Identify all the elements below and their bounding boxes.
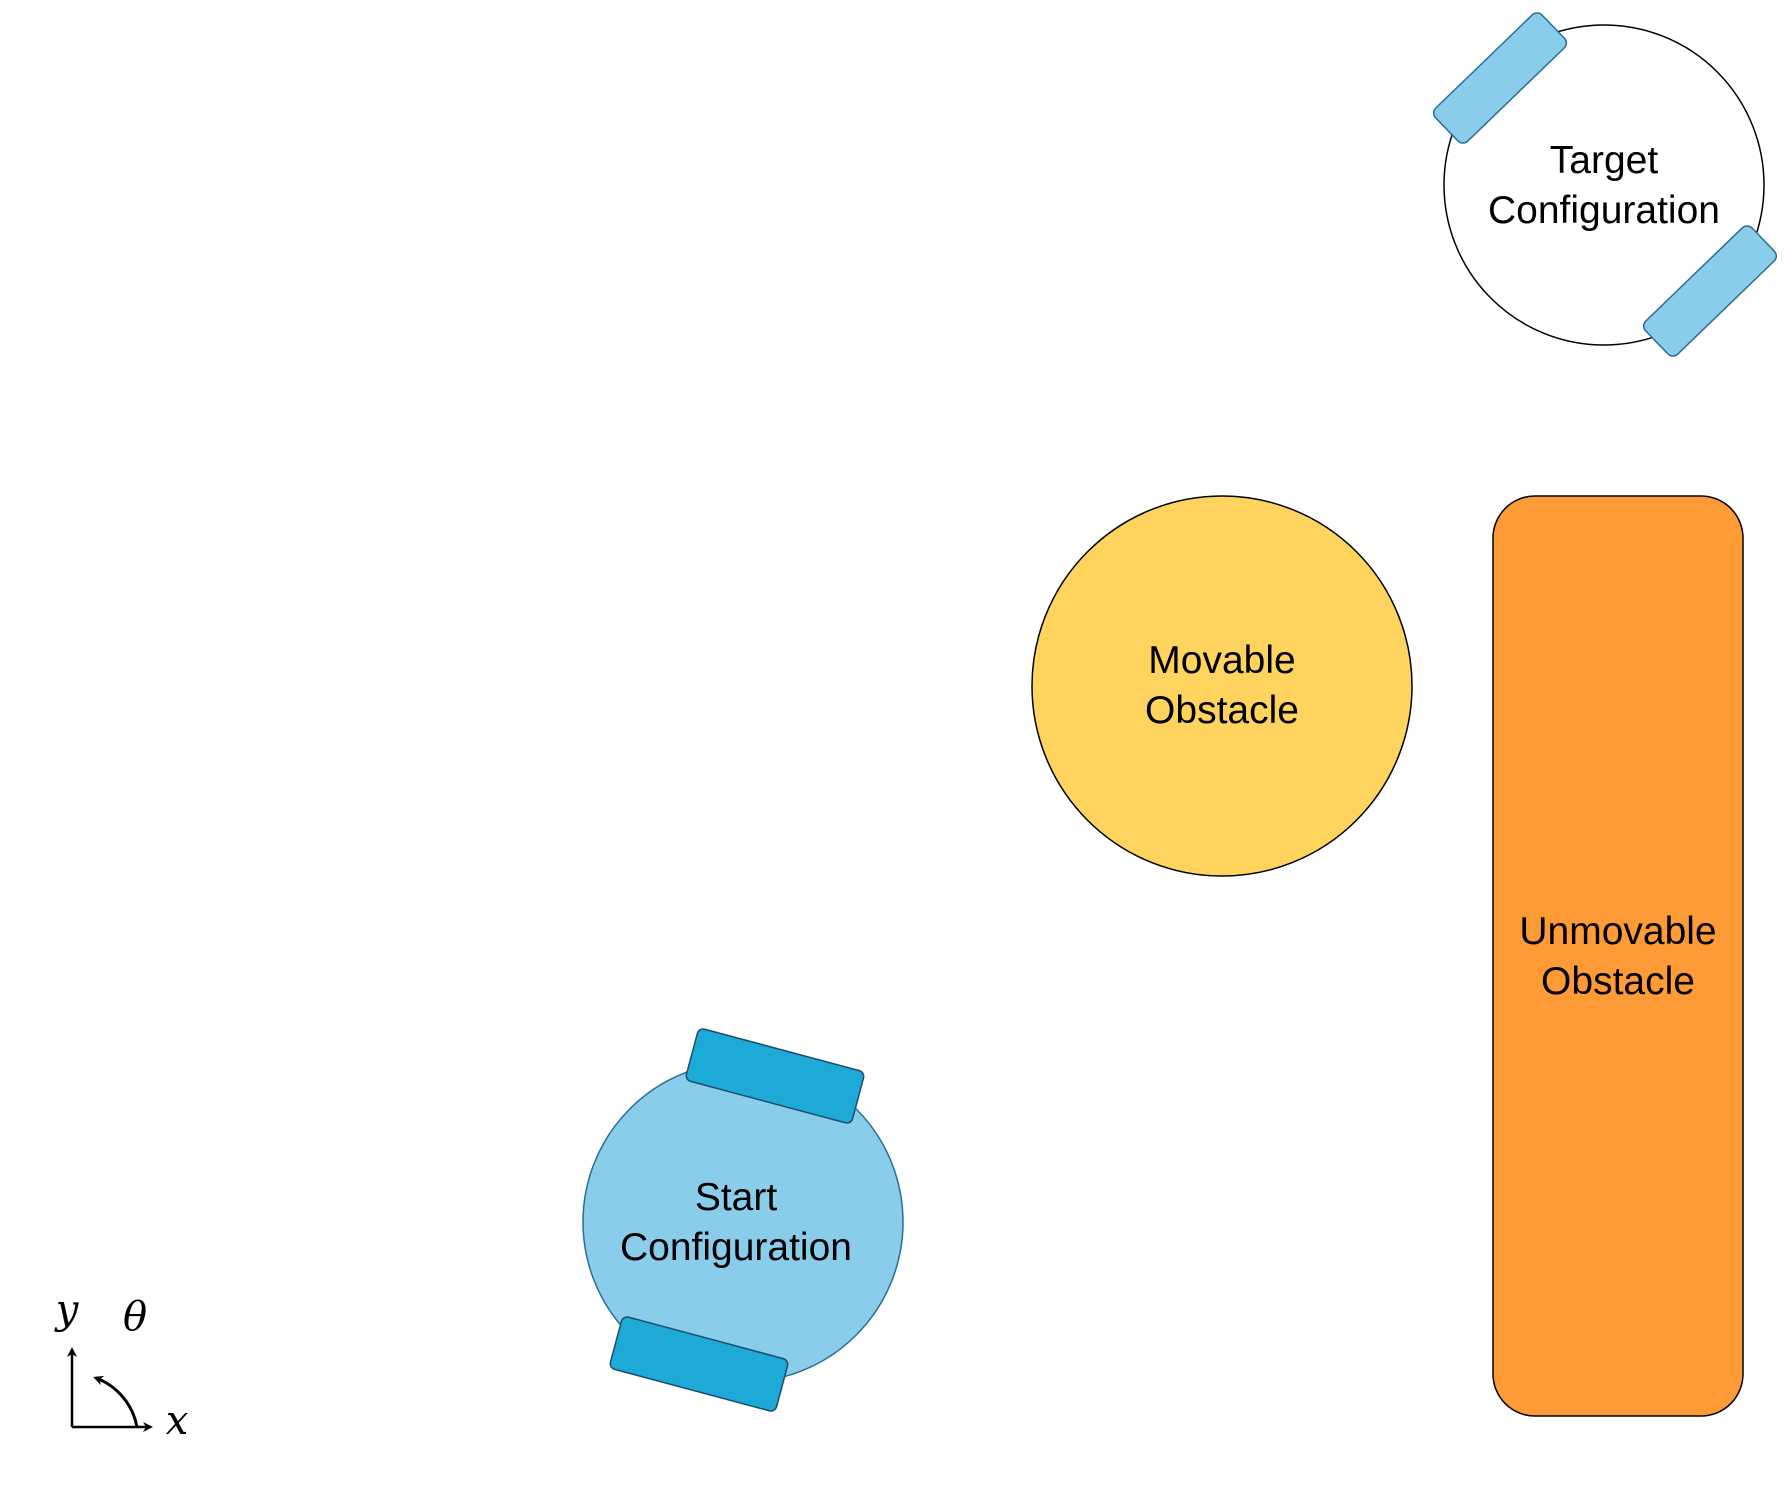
start-wheel-bottom <box>609 1316 789 1412</box>
x-axis-label: x <box>166 1398 189 1444</box>
start-configuration: Start Configuration <box>582 1028 904 1412</box>
start-label-line1: Start <box>695 1176 778 1219</box>
coordinate-frame: y θ x <box>54 1287 189 1444</box>
movable-obstacle-label-line2: Obstacle <box>1145 689 1299 732</box>
theta-rotation-arrow <box>93 1375 139 1428</box>
target-label-line2: Configuration <box>1488 189 1720 232</box>
target-wheel-bottom-right <box>1642 225 1778 357</box>
movable-obstacle: Movable Obstacle <box>1031 495 1413 877</box>
movable-obstacle-circle <box>1031 495 1413 877</box>
unmovable-obstacle: Unmovable Obstacle <box>1492 495 1744 1417</box>
y-axis-label: y <box>54 1287 80 1333</box>
target-wheel-top-left <box>1432 12 1568 144</box>
target-label-line1: Target <box>1550 139 1659 182</box>
movable-obstacle-label-line1: Movable <box>1148 639 1295 682</box>
unmovable-obstacle-label-line1: Unmovable <box>1519 910 1716 953</box>
unmovable-obstacle-rect <box>1492 495 1744 1417</box>
start-label-line2: Configuration <box>620 1226 852 1269</box>
target-configuration: Target Configuration <box>1432 12 1778 357</box>
theta-label: θ <box>123 1294 147 1340</box>
unmovable-obstacle-label-line2: Obstacle <box>1541 960 1695 1003</box>
target-robot-body <box>1443 24 1765 346</box>
start-wheel-top <box>685 1028 865 1124</box>
